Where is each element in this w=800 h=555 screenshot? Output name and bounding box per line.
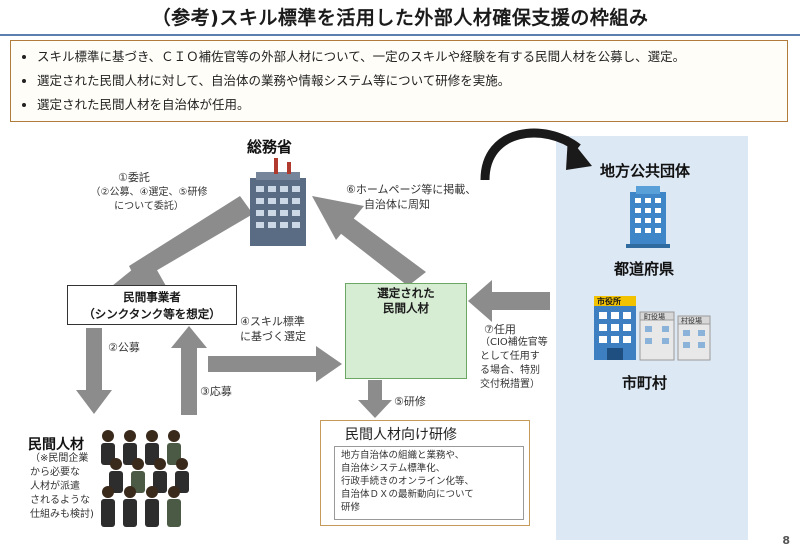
- town-hall-sign: 町役場: [644, 313, 665, 321]
- selected-talent-box: [345, 283, 467, 379]
- training-line2: 自治体システム標準化、: [341, 463, 446, 474]
- arrow-training: [358, 380, 392, 418]
- municipality-label: 市町村: [622, 374, 668, 392]
- prefecture-building-icon: [626, 186, 670, 248]
- training-line4: 自治体ＤＸの最新動向について: [341, 489, 474, 500]
- arrow-select: [208, 346, 342, 382]
- ministry-building-icon: [250, 158, 306, 246]
- step4-line1: ④スキル標準: [240, 315, 305, 328]
- bullet-3: 選定された民間人材を自治体が任用。: [37, 93, 779, 117]
- arrow-notify-curve: [480, 128, 581, 181]
- step6-label: ⑥ホームページ等に掲載、 自治体に周知: [346, 182, 536, 212]
- private-note-line2: から必要な: [30, 467, 80, 478]
- private-talent-note: （※民間企業 から必要な 人材が派遣 されるような 仕組みも検討): [30, 452, 108, 522]
- civil-company-note: （シンクタンク等を想定）: [83, 307, 221, 321]
- step3-label: ③応募: [200, 385, 232, 398]
- prefecture-label: 都道府県: [614, 260, 675, 278]
- step7-sub-line1: （CIO補佐官等: [480, 337, 548, 348]
- step4-line2: に基づく選定: [240, 330, 306, 343]
- arrow-commission: [112, 196, 253, 286]
- title-bar: [0, 0, 800, 36]
- step1-sub-line1: （②公募、④選定、⑤研修: [90, 187, 208, 198]
- town-hall-icon: [639, 311, 675, 361]
- civil-company-box: 民間事業者 （シンクタンク等を想定）: [67, 285, 237, 325]
- training-title: 民間人材向け研修: [345, 427, 457, 443]
- page-title: （参考)スキル標準を活用した外部人材確保支援の枠組み: [151, 7, 649, 29]
- step1-sub-line2: について委託）: [114, 201, 184, 212]
- selected-talent-label: 選定された 民間人材: [345, 286, 467, 316]
- step5-label: ⑤研修: [394, 395, 426, 408]
- step4-label: ④スキル標準 に基づく選定: [240, 314, 306, 344]
- arrow-publish: [312, 196, 426, 286]
- step7-sub-line4: 交付税措置）: [480, 379, 540, 390]
- step6-line1: ⑥ホームページ等に掲載、: [346, 183, 477, 196]
- step7-sub-line3: る場合、特別: [480, 365, 540, 376]
- local-government-label: 地方公共団体: [600, 162, 691, 180]
- selected-line1: 選定された: [377, 286, 435, 300]
- step7-label: ⑦任用: [484, 323, 516, 336]
- arrow-recruit: [76, 328, 112, 414]
- step1-sub: （②公募、④選定、⑤研修 について委託）: [74, 186, 224, 214]
- civil-company-name: 民間事業者: [123, 290, 181, 304]
- training-line1: 地方自治体の組織と業務や、: [341, 450, 465, 461]
- summary-bullets: スキル標準に基づき、ＣＩＯ補佐官等の外部人材について、一定のスキルや経験を有する…: [10, 40, 788, 122]
- step2-label: ②公募: [108, 341, 140, 354]
- training-body: 地方自治体の組織と業務や、 自治体システム標準化、 行政手続きのオンライン化等、…: [334, 446, 524, 520]
- page-number: 8: [782, 534, 790, 547]
- training-line3: 行政手続きのオンライン化等、: [341, 476, 475, 487]
- private-talent-crowd-icon: [101, 430, 189, 527]
- step7-sub: （CIO補佐官等 として任用す る場合、特別 交付税措置）: [480, 336, 560, 392]
- city-hall-icon: [594, 296, 636, 360]
- step1-label: ①委託: [118, 171, 150, 184]
- training-line5: 研修: [341, 502, 361, 513]
- arrow-apply: [171, 326, 207, 415]
- city-hall-sign: 市役所: [597, 297, 621, 306]
- private-talent-label: 民間人材: [28, 437, 84, 453]
- private-note-line4: されるような: [30, 495, 90, 506]
- step7-sub-line2: として任用す: [480, 351, 540, 362]
- selected-line2: 民間人材: [383, 301, 429, 315]
- arrow-appoint: [468, 280, 550, 322]
- arrow-notify-head: [566, 136, 592, 170]
- private-note-line3: 人材が派遣: [30, 481, 80, 492]
- ministry-label: 総務省: [247, 138, 293, 156]
- step6-line2: 自治体に周知: [364, 198, 430, 211]
- bullet-2: 選定された民間人材に対して、自治体の業務や情報システム等について研修を実施。: [37, 69, 779, 93]
- bullet-1: スキル標準に基づき、ＣＩＯ補佐官等の外部人材について、一定のスキルや経験を有する…: [37, 45, 779, 69]
- private-note-line5: 仕組みも検討): [30, 509, 94, 520]
- private-note-line1: （※民間企業: [30, 453, 89, 464]
- village-hall-sign: 村役場: [681, 317, 702, 325]
- village-hall-icon: [677, 315, 711, 361]
